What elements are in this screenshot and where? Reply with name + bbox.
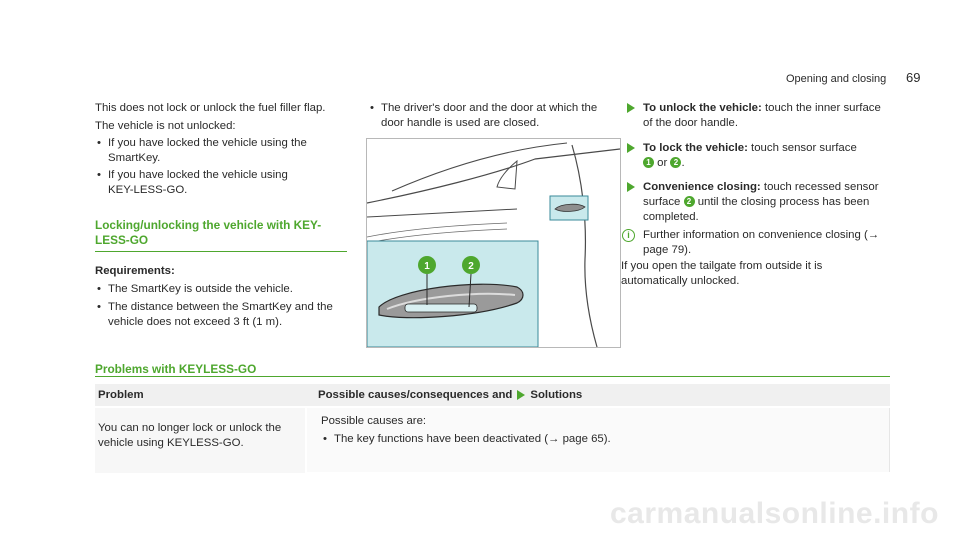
number-badge-2: 2	[683, 196, 695, 208]
heading-rule	[95, 251, 347, 252]
table-header-row: Problem Possible causes/consequences and…	[95, 384, 890, 406]
section-title: Opening and closing	[786, 73, 887, 85]
step-unlock: To unlock the vehicle: touch the inner s…	[621, 101, 883, 131]
tailgate-note: If you open the tailgate from outside it…	[621, 260, 823, 287]
step-unlock-label: To unlock the vehicle:	[643, 102, 762, 114]
cell-solutions: Possible causes are: The key functions h…	[305, 408, 890, 472]
step-lock-end: .	[681, 157, 685, 169]
step-arrow-icon	[627, 182, 635, 192]
heading-line-2: LESS-GO	[95, 233, 149, 247]
step-convenience: Convenience closing: touch recessed sens…	[621, 180, 883, 225]
info-text: Further information on convenience closi…	[643, 229, 880, 256]
paragraph-fuel-flap: This does not lock or unlock the fuel fi…	[95, 102, 326, 114]
step-convenience-text-b: until the closing process has been compl…	[643, 196, 870, 223]
problems-heading: Problems with KEYLESS-GO	[95, 362, 257, 376]
car-illustration: 1 2	[367, 142, 620, 347]
section-heading-keyless: Locking/unlocking the vehicle with KEY- …	[95, 218, 345, 248]
paragraph-not-unlocked: The vehicle is not unlocked:	[95, 120, 236, 132]
callout-1: 1	[424, 261, 430, 272]
number-badge-2: 2	[670, 157, 682, 169]
requirements-label: Requirements:	[95, 265, 175, 277]
step-convenience-text-a: touch recessed sensor surface	[643, 181, 879, 208]
column-left: This does not lock or unlock the fuel fi…	[95, 101, 347, 330]
bullet-doors-closed: The driver's door and the door at which …	[368, 101, 621, 131]
bullet-smartkey: If you have locked the vehicle using the…	[95, 136, 313, 166]
column-header-solutions: Possible causes/consequences and Solutio…	[308, 388, 582, 403]
column-right: To unlock the vehicle: touch the inner s…	[621, 101, 883, 289]
step-arrow-icon	[627, 143, 635, 153]
req-bullet-distance: The distance between the SmartKey and th…	[95, 300, 343, 330]
page-number: 69	[906, 70, 921, 85]
bullet-keyless-go: If you have locked the vehicle using KEY…	[95, 168, 308, 198]
problems-heading-rule	[95, 376, 890, 377]
column-header-problem: Problem	[98, 388, 144, 401]
number-badge-1: 1	[643, 157, 654, 169]
solutions-arrow-icon	[517, 390, 526, 400]
step-unlock-text: touch the inner surface of the door hand…	[643, 102, 881, 129]
watermark: carmanualsonline.info	[610, 497, 939, 530]
step-lock-or: or	[657, 157, 668, 169]
callout-2: 2	[468, 261, 474, 272]
step-lock: To lock the vehicle: touch sensor surfac…	[621, 141, 883, 171]
req-bullet-outside: The SmartKey is outside the vehicle.	[95, 282, 345, 297]
info-note: i Further information on convenience clo…	[621, 228, 883, 258]
problems-table: Problem Possible causes/consequences and…	[95, 384, 890, 473]
step-lock-text: touch sensor surface	[747, 142, 857, 154]
info-icon: i	[622, 229, 635, 242]
heading-line-1: Locking/unlocking the vehicle with KEY-	[95, 218, 322, 232]
cell-problem: You can no longer lock or unlock the veh…	[95, 408, 305, 473]
door-handle-figure: 1 2	[366, 138, 621, 348]
causes-label: Possible causes are:	[321, 415, 427, 427]
step-lock-label: To lock the vehicle:	[643, 142, 748, 154]
table-row: You can no longer lock or unlock the veh…	[95, 406, 890, 473]
step-convenience-label: Convenience closing:	[643, 181, 761, 193]
column-header-solutions-text: Possible causes/consequences and	[318, 388, 513, 401]
cause-bullet: The key functions have been deactivated …	[321, 432, 889, 447]
step-arrow-icon	[627, 103, 635, 113]
column-header-solutions-label: Solutions	[530, 388, 583, 401]
